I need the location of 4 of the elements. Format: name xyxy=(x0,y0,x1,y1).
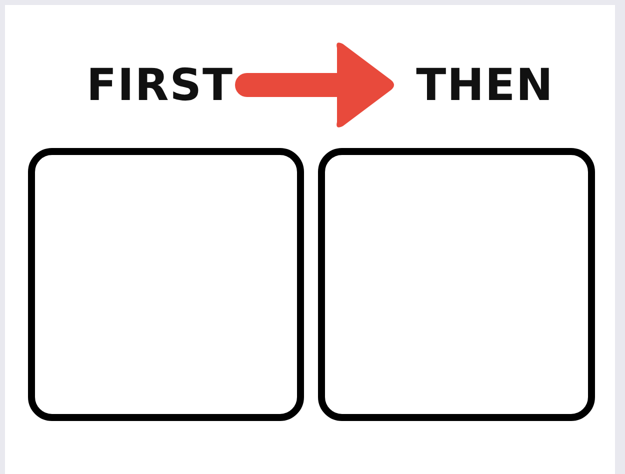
picture-frame xyxy=(318,148,595,421)
heading-word: FIRST xyxy=(86,60,234,110)
heading-word: THEN xyxy=(416,60,554,110)
picture-frame xyxy=(28,148,304,421)
